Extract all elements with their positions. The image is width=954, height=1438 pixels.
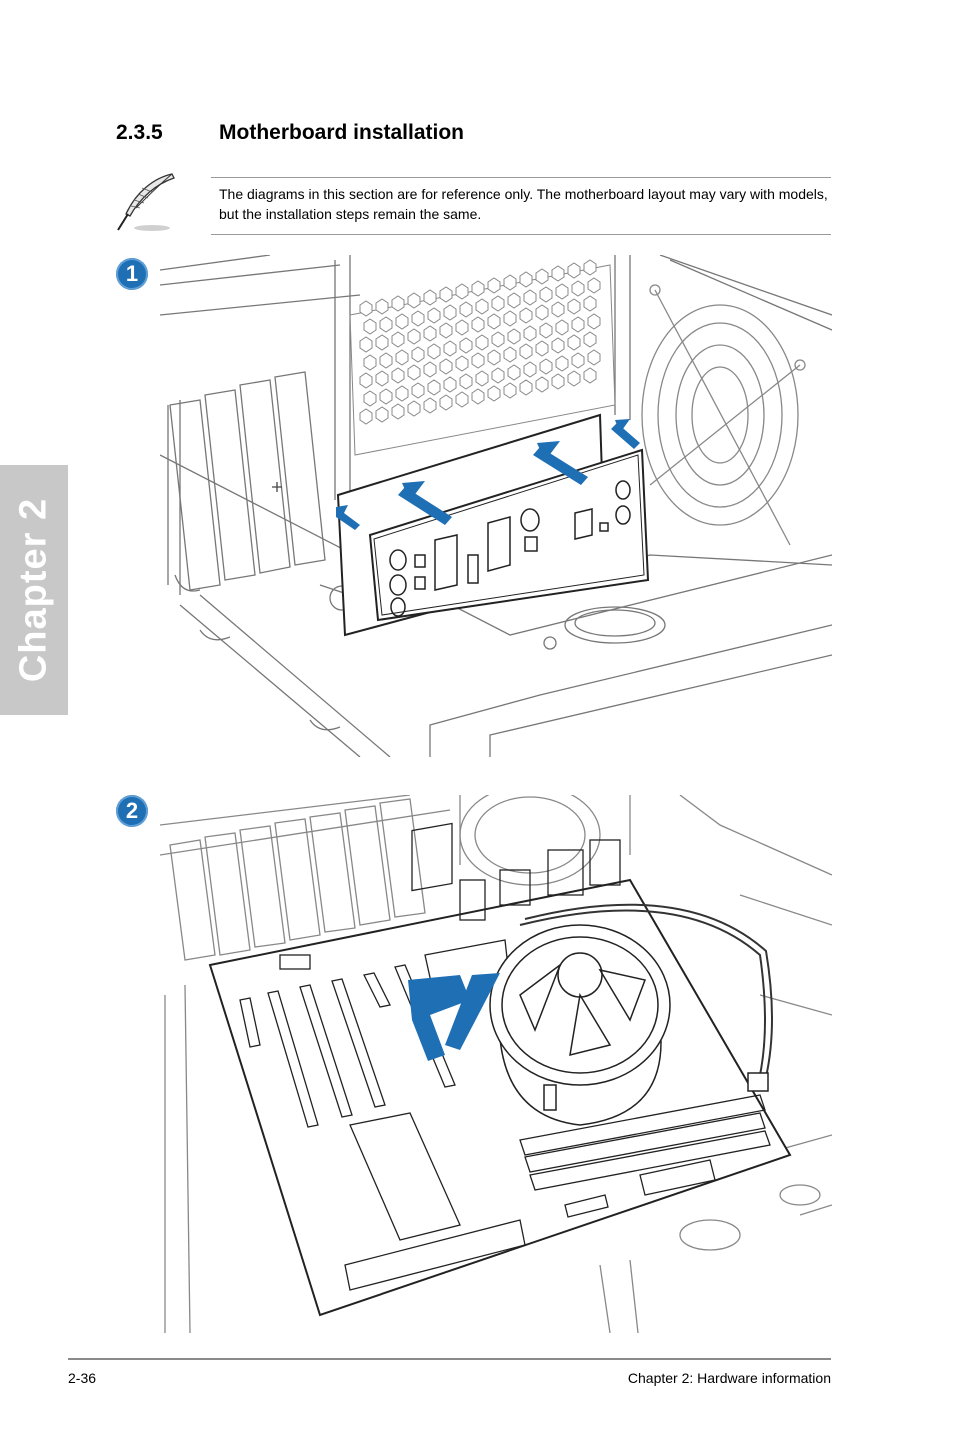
motherboard [208,822,792,1317]
feather-pen-icon [112,170,182,234]
io-shield-diagram [160,255,832,757]
section-number: 2.3.5 [116,121,163,144]
section-title: Motherboard installation [219,121,465,144]
motherboard-diagram [160,795,832,1333]
case-fan-icon [641,284,806,546]
placement-arrows [408,973,500,1061]
footer-rule [68,1358,831,1360]
chapter-tab-label: Chapter 2 [12,497,55,683]
chapter-side-tab: Chapter 2 [0,465,68,715]
note-bottom-rule [211,234,831,235]
page-number: 2-36 [68,1370,97,1386]
cpu-cooler-icon [489,903,773,1126]
step-2-badge: 2 [116,795,148,827]
io-shield [336,413,650,637]
step-1-badge: 1 [116,258,148,290]
install-arrows [336,419,640,530]
note-top-rule [211,177,831,178]
note-text: The diagrams in this section are for ref… [219,186,828,222]
footer-chapter: Chapter 2: Hardware information [627,1370,831,1386]
